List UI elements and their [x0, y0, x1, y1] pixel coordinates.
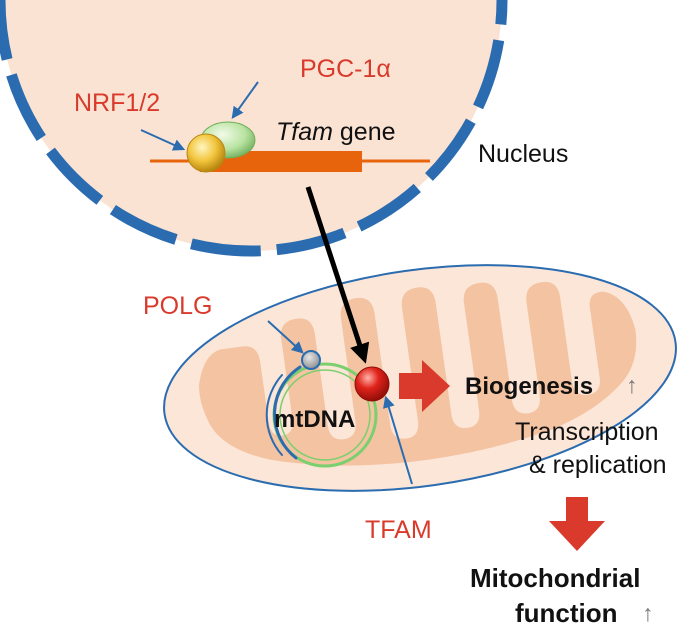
biogenesis-label: Biogenesis: [465, 373, 593, 400]
replication-strand: [273, 365, 302, 460]
function-arrow: [549, 497, 605, 551]
mito-function-line1: Mitochondrial: [470, 563, 640, 593]
pgc1a-arrow: [231, 81, 259, 119]
tfam-protein: [354, 366, 390, 402]
tfam-gene-label: Tfam gene: [276, 118, 396, 146]
polg-arrow: [267, 320, 304, 354]
tfam-gene: [150, 121, 430, 173]
nucleus: [0, 0, 508, 257]
tfam-arrow: [383, 395, 413, 485]
polg-protein: [301, 350, 321, 370]
gene-expression-arrow: [305, 186, 370, 364]
mito-function-line2: function: [515, 598, 618, 628]
tfam-label: TFAM: [365, 516, 432, 544]
mito-function-up-arrow: ↑: [642, 600, 654, 626]
nrf-protein: [186, 133, 226, 173]
polg-label: POLG: [143, 292, 212, 320]
nrf-label: NRF1/2: [74, 89, 160, 117]
biogenesis-arrow: [399, 360, 450, 412]
replication-label: & replication: [529, 451, 667, 479]
nrf-arrow: [140, 129, 186, 151]
replication-strand-inner: [265, 374, 283, 456]
pgc1a-label: PGC-1α: [300, 55, 391, 83]
biogenesis-up-arrow: ↑: [626, 372, 638, 398]
transcription-label: Transcription: [515, 418, 659, 446]
mtdna-label: mtDNA: [274, 406, 355, 433]
nucleus-label: Nucleus: [478, 140, 568, 168]
nuclear-envelope: [0, 0, 508, 257]
